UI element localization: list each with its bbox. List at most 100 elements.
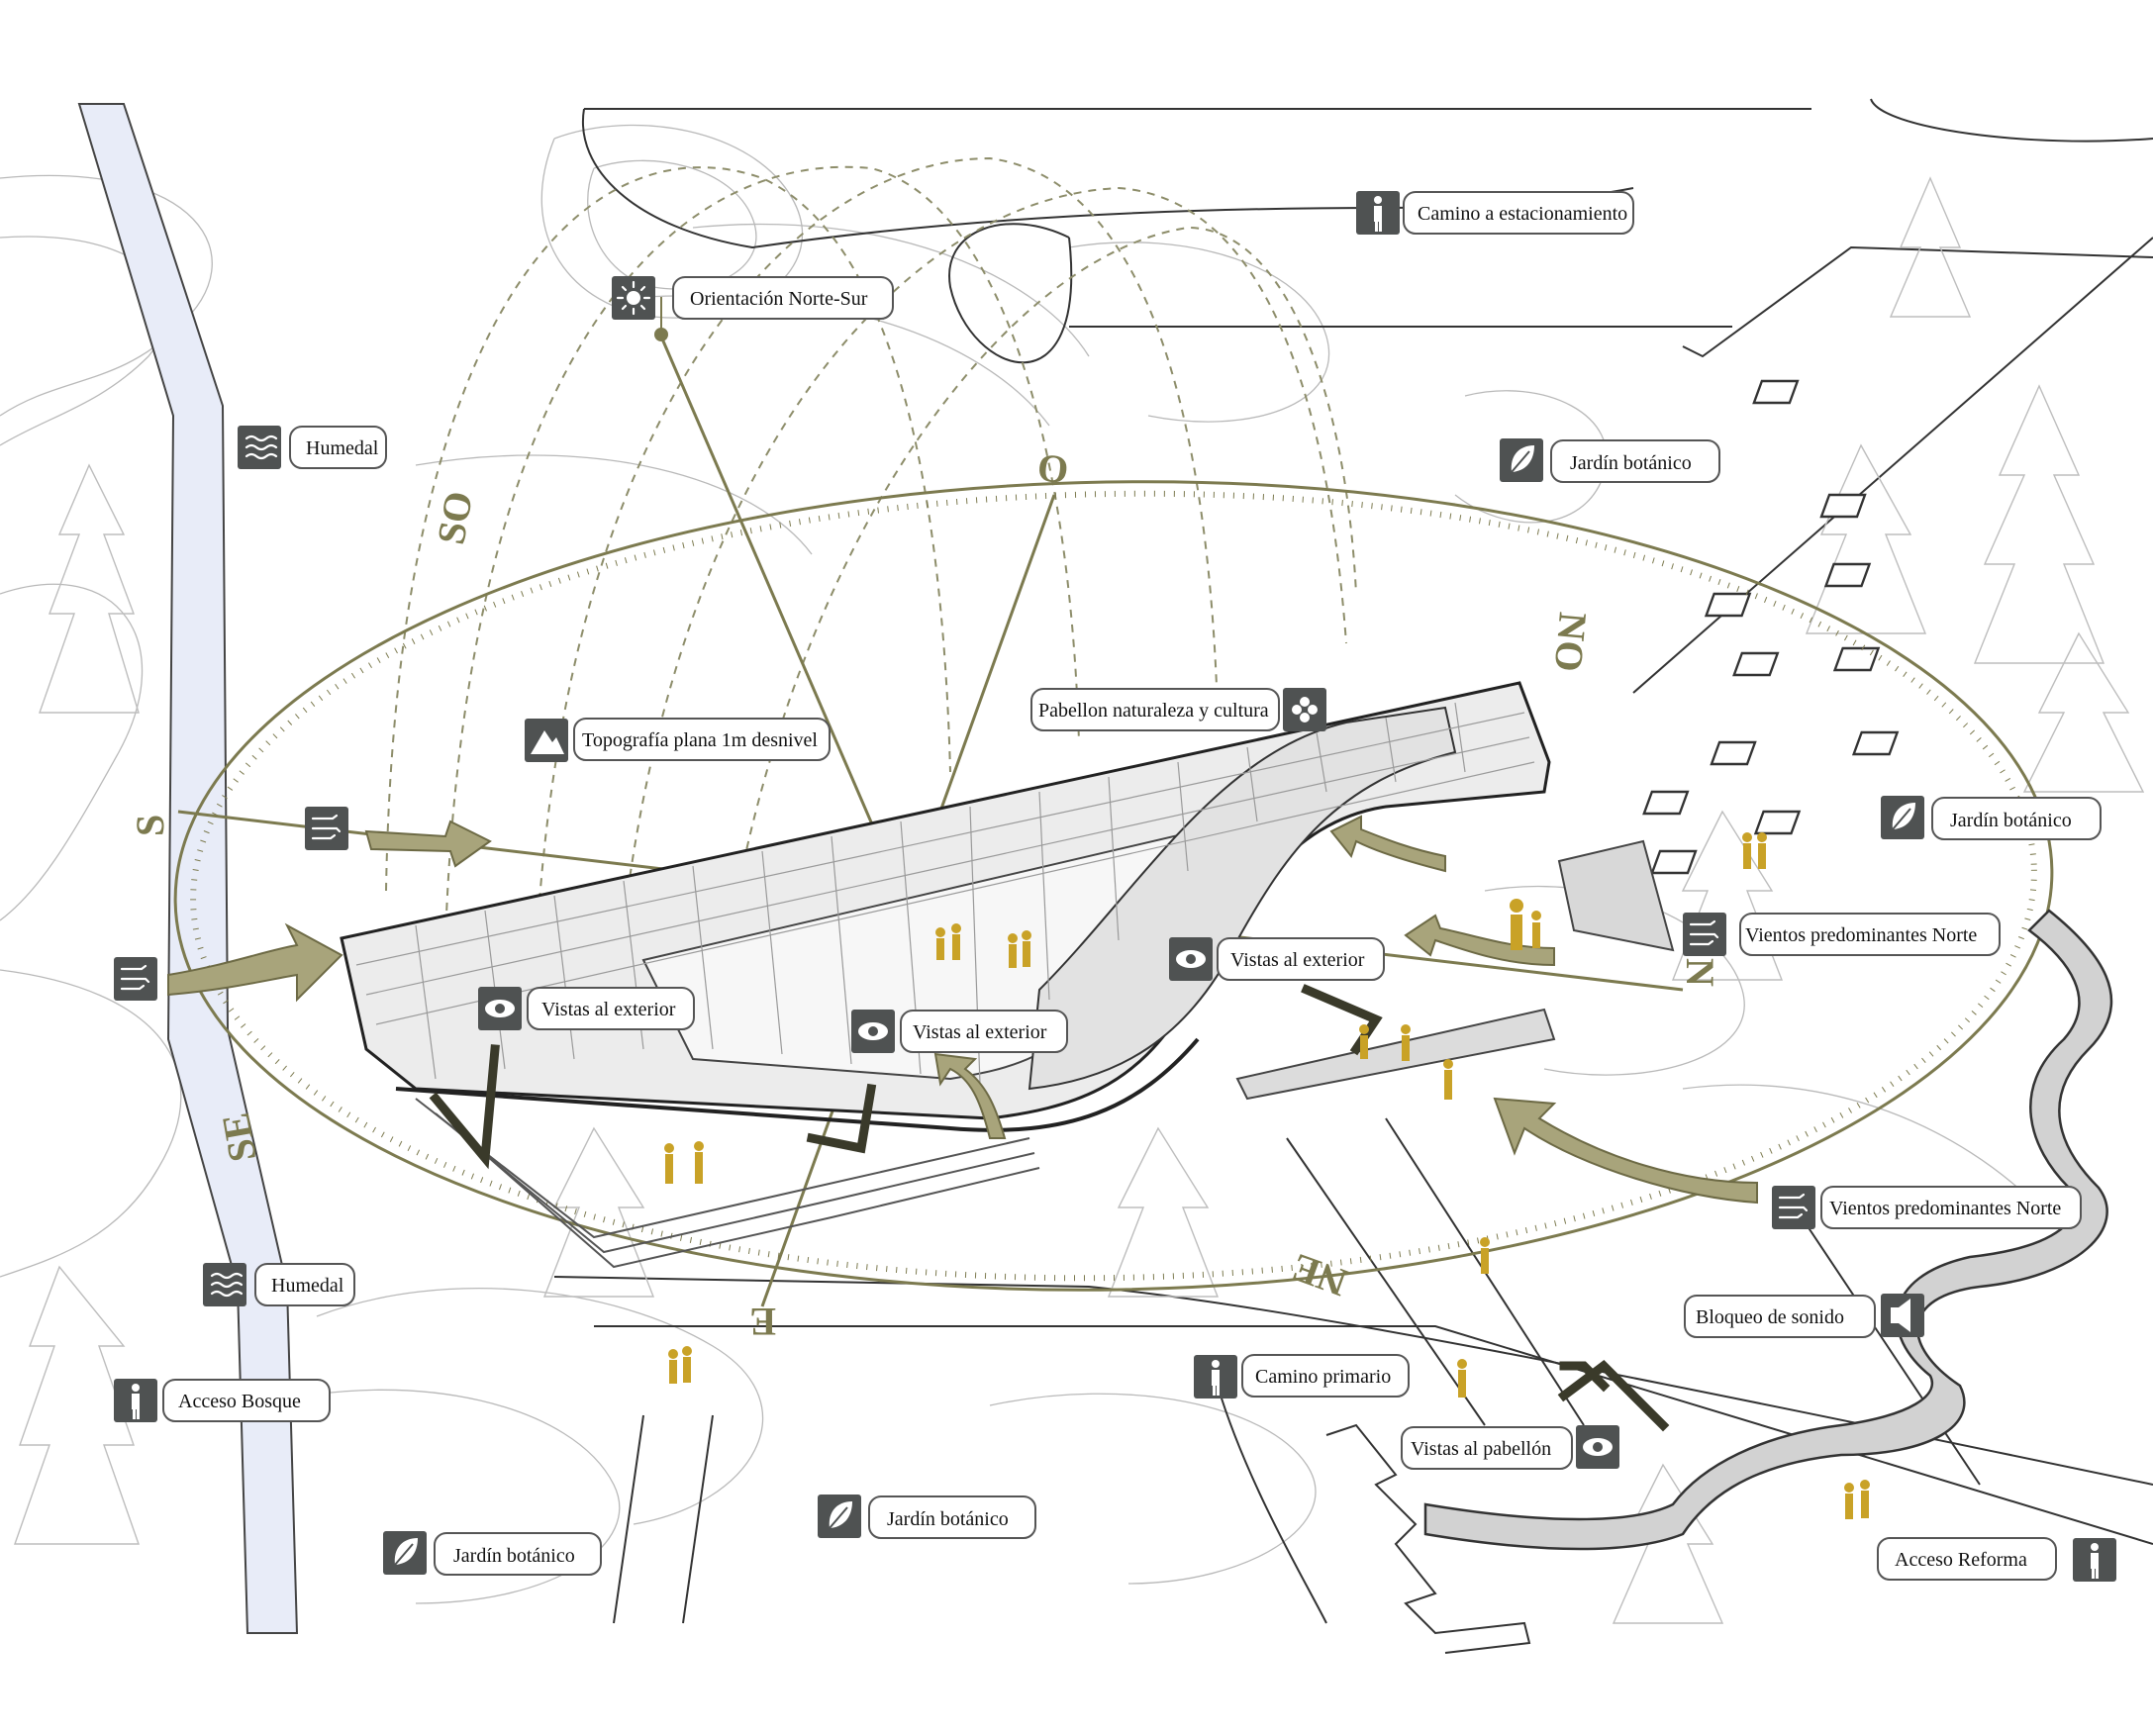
leaf-icon (394, 1538, 418, 1566)
label-jardin-right: Jardín botánico (1881, 796, 2102, 840)
wave-icon (210, 1272, 244, 1298)
label-jardin-top: Jardín botánico (1500, 438, 1720, 483)
wind-arrow-6 (933, 1052, 1007, 1139)
walker-icon (132, 1384, 140, 1419)
label-vientos-2: Vientos predominantes Norte (1772, 1186, 2082, 1229)
leaf-icon (1511, 445, 1534, 473)
label-bloqueo: Bloqueo de sonido (1684, 1294, 1924, 1338)
person-group-9 (1457, 1359, 1467, 1398)
label-orientacion-text: Orientación Norte-Sur (690, 288, 868, 310)
label-jardin-bottom-center: Jardín botánico (818, 1495, 1036, 1539)
leaf-icon (829, 1501, 852, 1529)
walker-icon (2091, 1543, 2099, 1579)
label-camino-primario-text: Camino primario (1255, 1366, 1391, 1388)
label-wind-left-top (305, 807, 348, 850)
river (77, 103, 299, 1634)
label-acceso-bosque-text: Acceso Bosque (178, 1391, 301, 1412)
wind-arrows (167, 815, 1758, 1205)
person-group-3 (1008, 930, 1031, 968)
label-vistas-3-text: Vistas al exterior (1230, 949, 1365, 971)
label-bloqueo-text: Bloqueo de sonido (1696, 1306, 1844, 1328)
people-figures (664, 832, 1870, 1519)
person-group-5 (1359, 1024, 1453, 1100)
label-acceso-reforma-text: Acceso Reforma (1895, 1549, 2027, 1571)
label-vistas-1-text: Vistas al exterior (541, 999, 676, 1020)
label-camino-estacionamiento-text: Camino a estacionamiento (1418, 203, 1627, 225)
pavilion-building (340, 681, 1675, 1269)
sun-icon (616, 280, 651, 316)
compass-ne: NE (1286, 1245, 1353, 1305)
label-acceso-reforma: Acceso Reforma (1877, 1537, 2116, 1582)
label-jardin-bottom-center-text: Jardín botánico (887, 1508, 1009, 1530)
wave-icon (245, 434, 278, 460)
label-camino-primario: Camino primario (1194, 1354, 1410, 1398)
compass-e: E (749, 1300, 776, 1344)
wind-arrow-2 (364, 820, 492, 868)
label-topografia-text: Topografía plana 1m desnivel (582, 729, 818, 751)
eye-icon (1583, 1438, 1613, 1456)
view-arrow-5 (1557, 1360, 1670, 1432)
mountain-icon (531, 730, 564, 754)
wind-icon (1689, 919, 1719, 946)
view-arrow-2 (806, 1083, 877, 1154)
tree-planter-grid (1642, 379, 1900, 875)
compass-no: NO (1546, 611, 1596, 674)
compass-s: S (128, 815, 172, 836)
label-acceso-bosque: Acceso Bosque (114, 1379, 331, 1422)
label-humedal-bottom: Humedal (203, 1263, 355, 1306)
label-vientos-1: Vientos predominantes Norte (1683, 913, 2001, 956)
compass-se: SE (213, 1109, 265, 1165)
person-group-4 (935, 923, 961, 960)
wind-icon (1778, 1193, 1809, 1219)
wind-icon (311, 814, 342, 840)
label-pabellon-text: Pabellon naturaleza y cultura (1038, 700, 1269, 722)
wind-icon (120, 964, 150, 991)
eye-icon (1176, 950, 1206, 968)
label-vientos-2-text: Vientos predominantes Norte (1829, 1198, 2061, 1219)
person-group-8 (668, 1346, 692, 1384)
walker-icon (1212, 1360, 1220, 1396)
label-jardin-bottom-left: Jardín botánico (383, 1531, 602, 1576)
label-humedal-top-text: Humedal (306, 437, 379, 459)
label-vientos-1-text: Vientos predominantes Norte (1745, 924, 1977, 946)
label-vistas-pabellon-text: Vistas al pabellón (1411, 1438, 1551, 1460)
label-jardin-top-text: Jardín botánico (1570, 452, 1692, 474)
label-jardin-bottom-left-text: Jardín botánico (453, 1545, 575, 1567)
label-pabellon: Pabellon naturaleza y cultura (1030, 688, 1326, 731)
label-vistas-pabellon: Vistas al pabellón (1401, 1425, 1619, 1470)
leaf-icon (1892, 803, 1915, 830)
label-humedal-bottom-text: Humedal (271, 1275, 344, 1297)
label-vistas-2-text: Vistas al exterior (913, 1021, 1047, 1043)
view-arrow-1 (429, 1044, 500, 1170)
view-arrow-4 (1559, 1361, 1611, 1393)
eye-icon (858, 1022, 888, 1040)
label-vistas-2: Vistas al exterior (851, 1010, 1068, 1053)
labels: Humedal Orientación Norte-Sur Camino a e… (114, 191, 2116, 1582)
wind-arrow-1 (167, 922, 343, 1003)
compass-n: N (1678, 958, 1722, 987)
label-humedal-top: Humedal (238, 426, 387, 469)
person-group-1 (1742, 832, 1767, 869)
compass-so: SO (429, 488, 482, 547)
walker-icon (1374, 196, 1382, 232)
label-wind-left (114, 957, 157, 1001)
person-group-2 (1510, 899, 1541, 950)
label-topografia: Topografía plana 1m desnivel (525, 718, 831, 762)
wind-arrow-3 (1493, 1097, 1758, 1205)
label-jardin-right-text: Jardín botánico (1950, 810, 2072, 831)
flower-icon (1292, 697, 1318, 723)
wind-arrow-4 (1404, 914, 1555, 967)
eye-icon (485, 1000, 515, 1017)
compass-o: O (1035, 444, 1071, 492)
sun-path-arcs (385, 156, 1357, 1070)
label-camino-estacionamiento: Camino a estacionamiento (1356, 191, 1634, 235)
tree-outlines (14, 176, 2145, 1624)
label-orientacion: Orientación Norte-Sur (612, 276, 894, 320)
label-vistas-1: Vistas al exterior (478, 987, 695, 1030)
speaker-icon (1891, 1299, 1910, 1332)
person-group-7 (1480, 1237, 1490, 1274)
label-vistas-3: Vistas al exterior (1169, 937, 1385, 981)
person-group-6 (664, 1141, 704, 1184)
person-group-10 (1844, 1480, 1870, 1519)
